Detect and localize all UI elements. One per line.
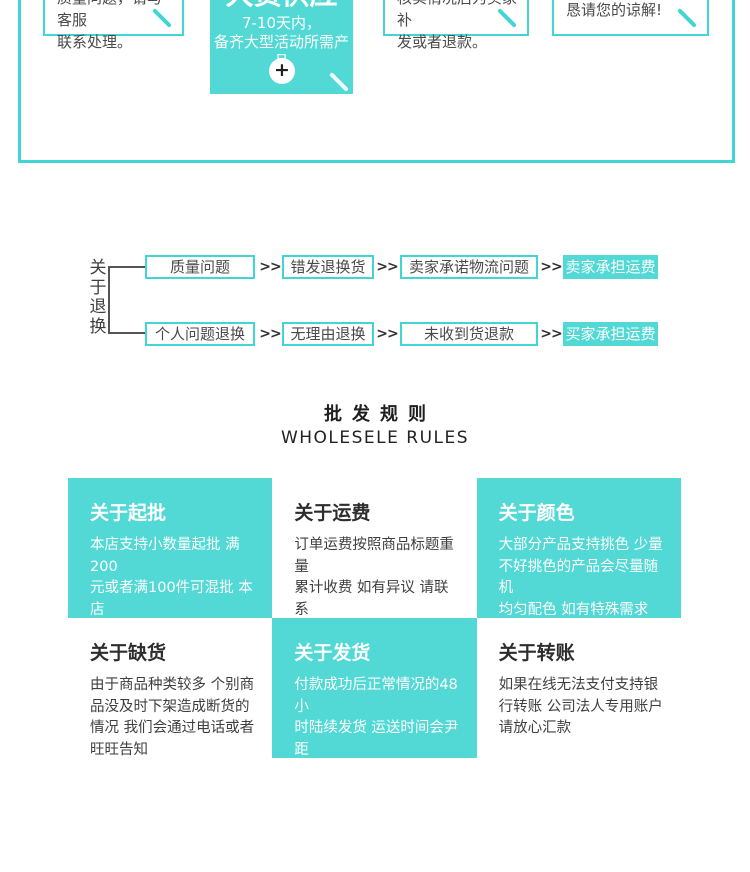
rule-card-title: 关于发货 [294, 642, 371, 664]
rule-card-body: 由于商品种类较多 个别商 品没及时下架造成断货的 情况 我们会通过电话或者 旺旺… [90, 677, 255, 758]
rule-card-body: 付款成功后正常情况的48小 时陆续发货 运送时间会尹距 离 天气和不同的快递公司… [294, 677, 459, 822]
flow-side-label: 关 于 退 换 [89, 258, 107, 337]
diagonal-decoration [329, 72, 349, 92]
rule-card-delivery: 关于发货 付款成功后正常情况的48小 时陆续发货 运送时间会尹距 离 天气和不同… [272, 618, 477, 822]
plus-icon: + [269, 58, 295, 84]
note-text: 核实情况后为买家补 发或者退款。 [397, 0, 517, 51]
rules-grid: 关于起批 本店支持小数量起批 满200 元或者满100件可混批 本店 已加入淘代… [68, 478, 681, 822]
rule-card-shipping-fee: 关于运费 订单运费按照商品标题重量 累计收费 如有异议 请联系 在线客服 [272, 478, 477, 639]
bulk-supply-title: 大货供应 [210, 0, 353, 10]
bulk-supply-box: 大货供应 7-10天内， 备齐大型活动所需产品 + [210, 0, 353, 94]
rule-card-title: 关于颜色 [498, 502, 575, 524]
flow-step: 质量问题 [145, 255, 255, 279]
flow-result: 卖家承担运费 [563, 255, 658, 279]
note-box-quality: 质量问题，请与客服 联系处理。 [43, 0, 184, 51]
flow-arrow: >> [376, 326, 398, 342]
flow-arrow: >> [376, 259, 398, 275]
flow-arrow: >> [259, 259, 281, 275]
flow-step: 错发退换货 [282, 255, 374, 279]
bulk-supply-subtitle: 7-10天内， 备齐大型活动所需产品 [213, 14, 349, 70]
flow-step: 个人问题退换 [145, 322, 255, 346]
rule-card-color: 关于颜色 大部分产品支持挑色 少量 不好挑色的产品会尽量随机 均匀配色 如有特殊… [476, 478, 681, 661]
rule-card-title: 关于起批 [90, 502, 167, 524]
rule-card-transfer: 关于转账 如果在线无法支付支持银 行转账 公司法人专用账户 请放心汇款 [476, 618, 681, 758]
flow-arrow: >> [259, 326, 281, 342]
flow-bracket [108, 266, 145, 334]
flow-step: 无理由退换 [282, 322, 374, 346]
rule-card-body: 如果在线无法支付支持银 行转账 公司法人专用账户 请放心汇款 [498, 677, 663, 736]
rules-title-en: WHOLESELE RULES [280, 428, 470, 448]
rule-card-min-order: 关于起批 本店支持小数量起批 满200 元或者满100件可混批 本店 已加入淘代… [68, 478, 273, 661]
rule-card-title: 关于转账 [498, 642, 575, 664]
flow-result: 买家承担运费 [563, 322, 658, 346]
rules-title-zh: 批发规则 [324, 404, 436, 425]
note-box-refund: 核实情况后为买家补 发或者退款。 [383, 0, 529, 51]
flow-step: 未收到货退款 [400, 322, 538, 346]
flow-arrow: >> [540, 326, 562, 342]
rule-card-title: 关于运费 [294, 502, 371, 524]
flow-step: 卖家承诺物流问题 [400, 255, 538, 279]
rule-card-stockout: 关于缺货 由于商品种类较多 个别商 品没及时下架造成断货的 情况 我们会通过电话… [68, 618, 273, 758]
flow-arrow: >> [540, 259, 562, 275]
note-text: 质量问题，请与客服 联系处理。 [57, 0, 162, 51]
note-box-apology: 恳请您的谅解! [552, 0, 709, 36]
rule-card-title: 关于缺货 [90, 642, 167, 664]
note-text: 恳请您的谅解! [566, 1, 663, 19]
